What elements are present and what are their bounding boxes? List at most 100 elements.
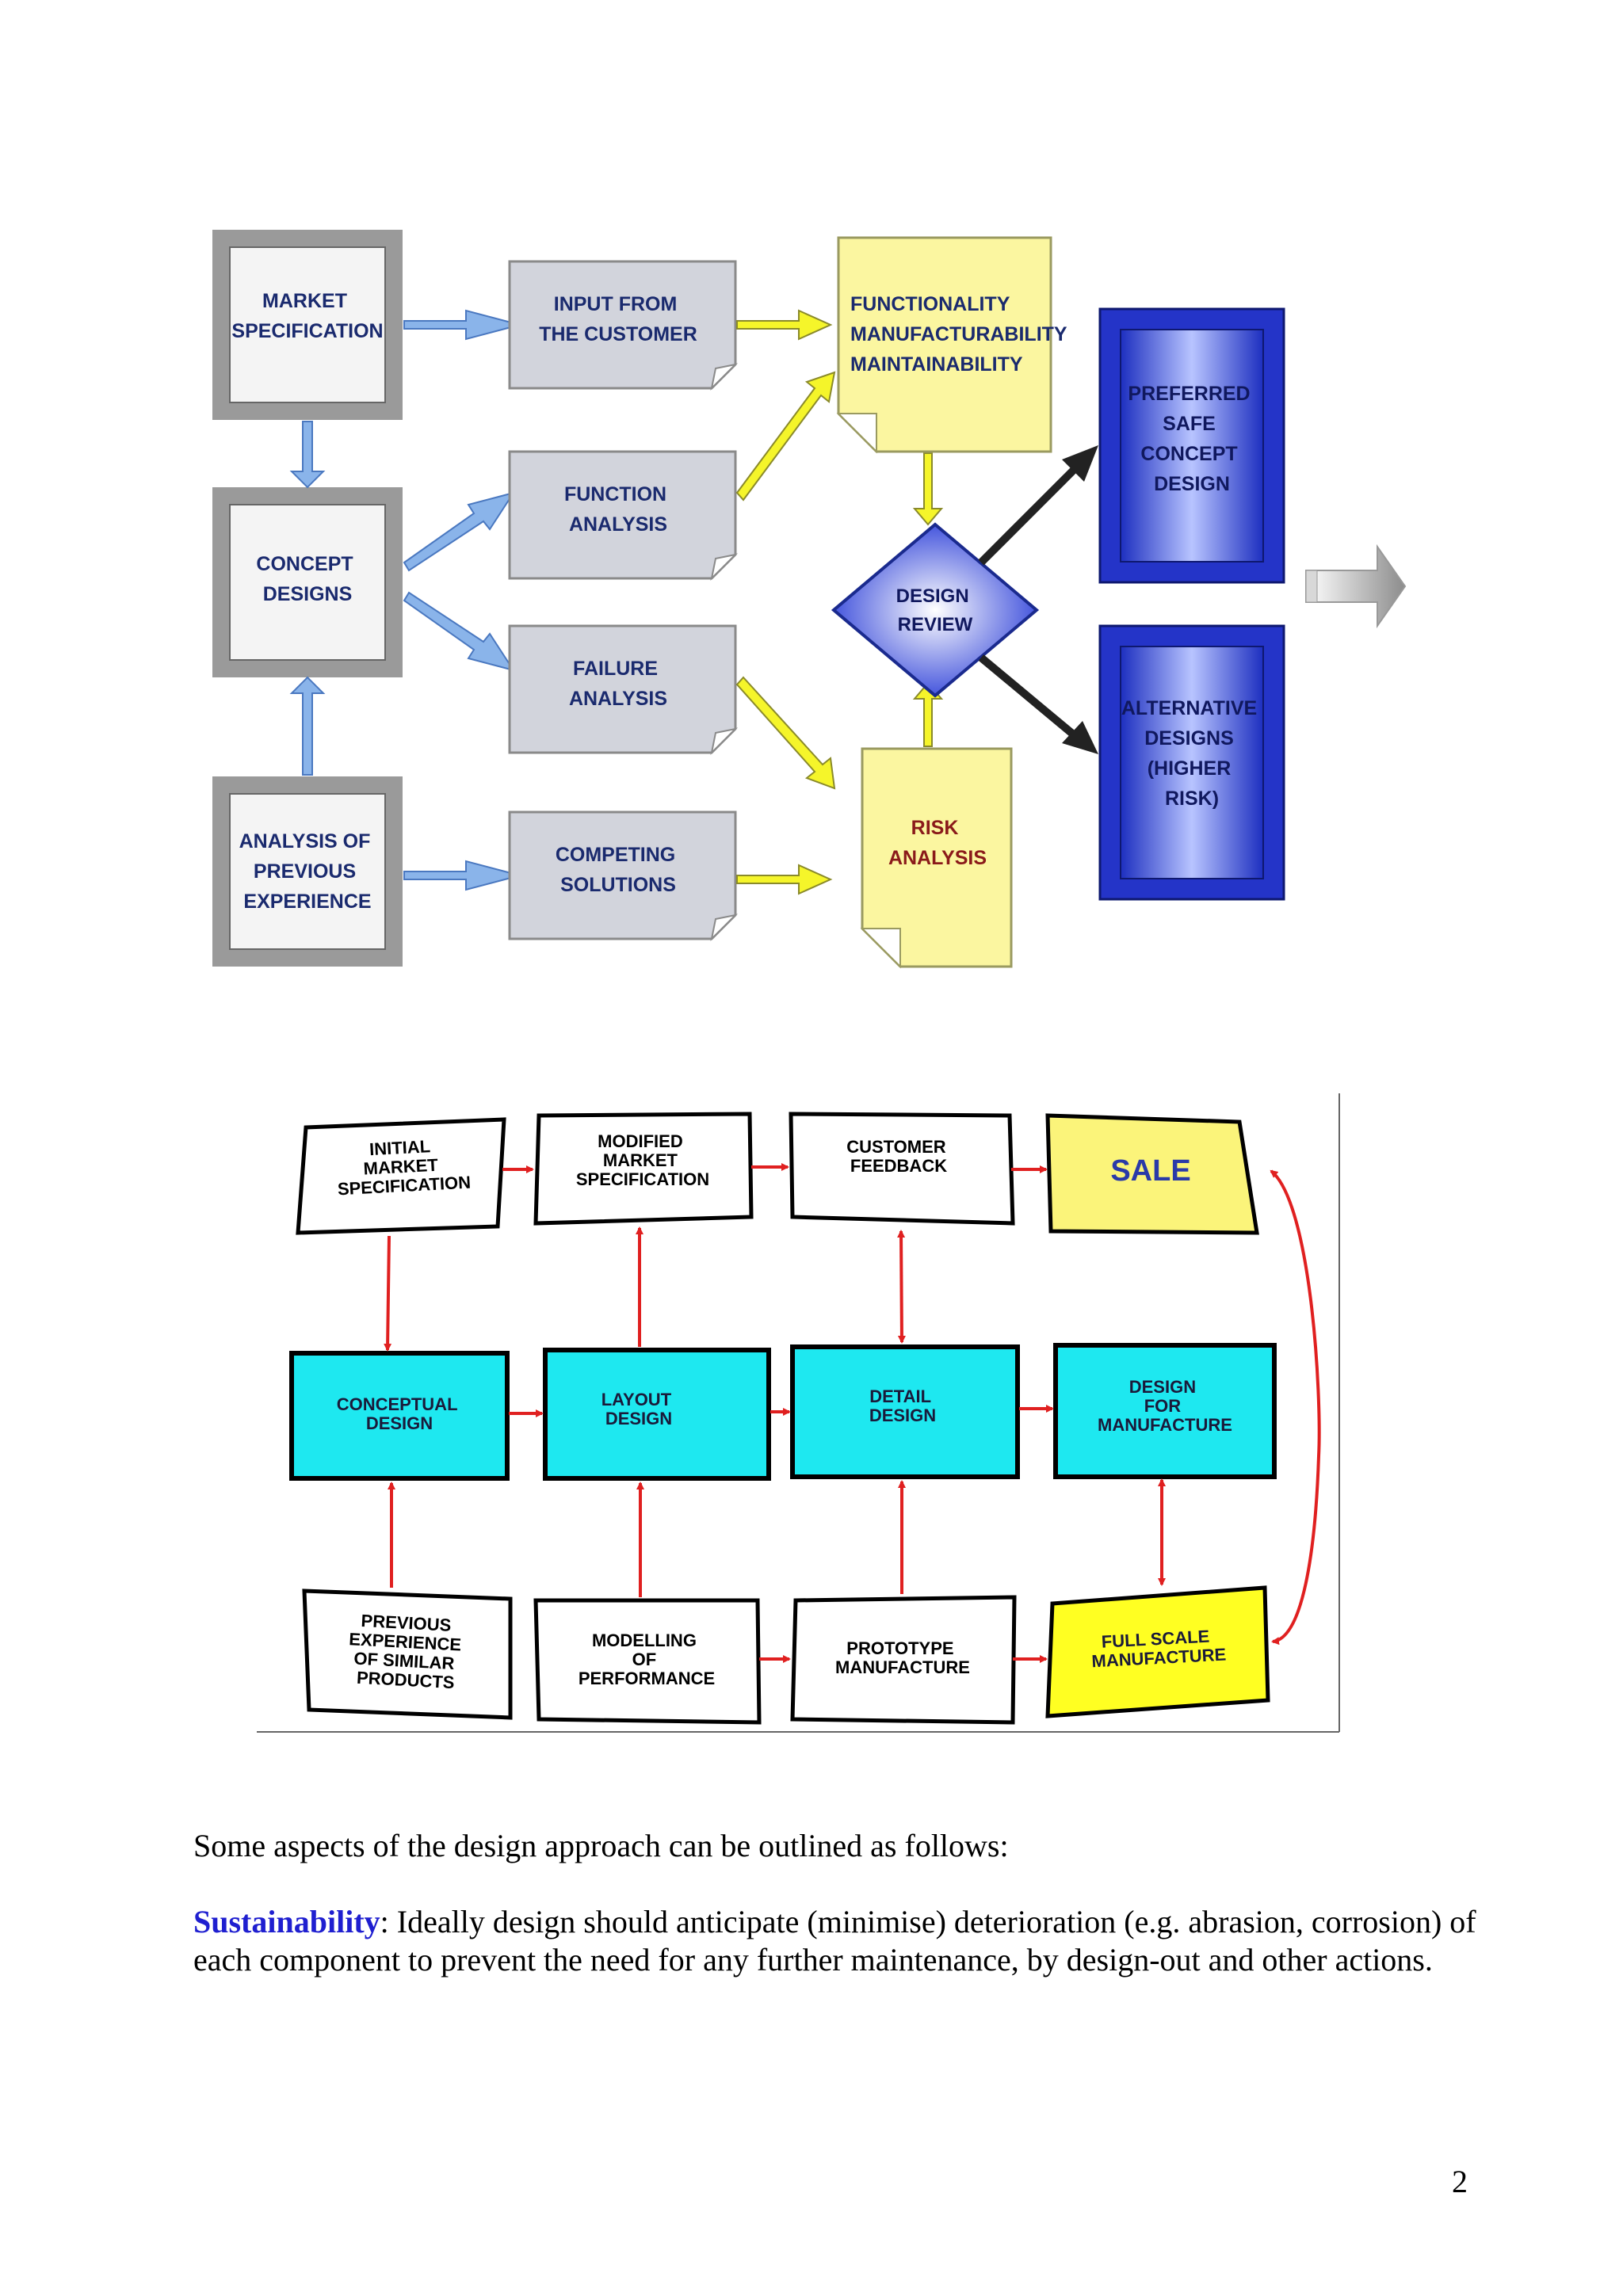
box-label: EXPERIENCE: [243, 891, 371, 913]
box-label: FUNCTIONALITY: [850, 293, 1010, 315]
svg-text:PREFERRED SAFE CON: PREFERRED SAFE CONCEPT DESIGN: [1128, 383, 1255, 495]
box-label: SAFE: [1163, 413, 1216, 435]
svg-text:INPUT FROM THE CUSTOMER: INPUT FROM THE CUSTOMER: [539, 293, 697, 345]
box-label: ALTERNATIVE: [1121, 697, 1257, 719]
svg-text:FUNCTIONALITY MANUFACTUR: FUNCTIONALITY MANUFACTURABILITY MAINTAIN…: [850, 293, 1072, 376]
box-label: DESIGN: [605, 1409, 672, 1428]
sustainability-term: Sustainability: [193, 1904, 380, 1939]
svg-text:COMPETING SOLUTIONS: COMPETING SOLUTIONS: [556, 844, 681, 896]
box-layout-design: LAYOUT DESIGN: [543, 1348, 771, 1481]
box-label: COMPETING: [556, 844, 675, 866]
box-label: PREVIOUS: [361, 1611, 452, 1635]
box-label: ANALYSIS: [569, 688, 667, 710]
box-label: MARKET: [363, 1155, 439, 1179]
box-label: DESIGNS: [263, 583, 353, 605]
box-label: FUNCTION: [564, 483, 666, 505]
box-failure-analysis: FAILURE ANALYSIS: [508, 624, 739, 756]
design-process-flowchart: MARKET SPECIFICATION CONCEPT DESIGNS ANA…: [212, 230, 1407, 969]
box-label: THE CUSTOMER: [539, 323, 697, 345]
box-label: CUSTOMER: [846, 1137, 946, 1157]
box-function-analysis: FUNCTION ANALYSIS: [508, 450, 739, 582]
box-label: OF: [632, 1650, 657, 1669]
box-alternative-designs: ALTERNATIVE DESIGNS (HIGHER RISK): [1098, 624, 1285, 901]
box-label: MANUFACTURABILITY: [850, 323, 1067, 345]
box-label: CONCEPTUAL: [337, 1394, 457, 1414]
box-label: SOLUTIONS: [560, 874, 676, 896]
box-label: INPUT FROM: [554, 293, 678, 315]
box-customer-feedback: CUSTOMER FEEDBACK: [789, 1112, 1015, 1226]
box-label: REVIEW: [898, 614, 973, 635]
svg-text:CUSTOMER FEEDBACK: CUSTOMER FEEDBACK: [846, 1137, 951, 1176]
box-competing-solutions: COMPETING SOLUTIONS: [508, 810, 739, 942]
svg-text:PREVIOUS EXPERIENCE: PREVIOUS EXPERIENCE OF SIMILAR PRODUCTS: [346, 1610, 468, 1693]
box-market-specification: MARKET SPECIFICATION: [212, 230, 403, 420]
box-full-scale-manufacture: FULL SCALE MANUFACTURE: [1045, 1585, 1270, 1718]
svg-text:CONCEPT DESIGNS: CONCEPT DESIGNS: [256, 553, 358, 605]
box-label: (HIGHER: [1148, 757, 1232, 780]
intro-paragraph: Some aspects of the design approach can …: [193, 1828, 1009, 1863]
box-label: ANALYSIS: [569, 513, 667, 536]
box-label: RISK: [911, 817, 959, 839]
left-vertical-arrows: [289, 421, 326, 776]
svg-text:MODELLING OF PERFO: MODELLING OF PERFORMANCE: [579, 1630, 715, 1688]
box-label: RISK): [1165, 788, 1219, 810]
svg-text:PROTOTYPE MANUFACTURE: PROTOTYPE MANUFACTURE: [835, 1638, 970, 1677]
box-label: MODELLING: [592, 1630, 697, 1650]
box-label: PREFERRED: [1128, 383, 1250, 405]
svg-text:MARKET SPECIFICATION: MARKET SPECIFICATION: [231, 290, 383, 342]
product-development-cycle-diagram: INITIAL MARKET SPECIFICATION MODIFIED MA…: [257, 1093, 1340, 1733]
box-label: SALE: [1110, 1154, 1190, 1188]
red-connector-arrows: [384, 1163, 1321, 1663]
box-label: PERFORMANCE: [579, 1669, 715, 1688]
box-label: DESIGN: [366, 1413, 433, 1433]
box-prototype-manufacture: PROTOTYPE MANUFACTURE: [790, 1595, 1017, 1725]
box-label: MANUFACTURE: [835, 1657, 970, 1677]
box-design-for-manufacture: DESIGN FOR MANUFACTURE: [1053, 1343, 1277, 1479]
svg-text:ANALYSIS OF PREVIOUS: ANALYSIS OF PREVIOUS EXPERIENCE: [239, 830, 376, 913]
svg-text:DESIGN FOR MANUFAC: DESIGN FOR MANUFACTURE: [1098, 1377, 1232, 1435]
svg-text:MODIFIED MARKET SP: MODIFIED MARKET SPECIFICATION: [576, 1131, 709, 1189]
box-label: ANALYSIS: [888, 847, 987, 869]
box-input-from-customer: INPUT FROM THE CUSTOMER: [508, 260, 739, 391]
box-label: MARKET: [603, 1150, 678, 1170]
box-label: DETAIL: [869, 1386, 930, 1406]
svg-text:RISK ANALYSIS: RISK ANALYSIS: [888, 817, 987, 869]
box-label: CONCEPT: [1140, 443, 1237, 465]
box-label: LAYOUT: [601, 1390, 672, 1409]
sustainability-paragraph: Sustainability: Ideally design should an…: [193, 1903, 1493, 1979]
sustainability-body: : Ideally design should anticipate (mini…: [193, 1904, 1476, 1978]
box-preferred-safe-concept-design: PREFERRED SAFE CONCEPT DESIGN: [1098, 307, 1285, 584]
svg-text:CONCEPTUAL DESIGN: CONCEPTUAL DESIGN: [337, 1394, 463, 1433]
svg-text:FULL SCALE MANUFACTURE: FULL SCALE MANUFACTURE: [1090, 1626, 1227, 1672]
box-label: DESIGN: [1129, 1377, 1196, 1397]
box-modified-market-specification: MODIFIED MARKET SPECIFICATION: [533, 1112, 754, 1226]
box-functionality-manufacturability-maintainability: FUNCTIONALITY MANUFACTURABILITY MAINTAIN…: [836, 236, 1072, 454]
box-label: CONCEPT: [256, 553, 353, 575]
box-label: SPECIFICATION: [231, 320, 383, 342]
box-risk-analysis: RISK ANALYSIS: [860, 747, 1013, 969]
svg-text:FUNCTION ANALYSIS: FUNCTION ANALYSIS: [564, 483, 672, 536]
box-label: PROTOTYPE: [846, 1638, 953, 1658]
box-label: INITIAL: [369, 1136, 430, 1159]
box-label: DESIGNS: [1144, 727, 1234, 749]
box-conceptual-design: CONCEPTUAL DESIGN: [289, 1351, 510, 1481]
box-concept-designs: CONCEPT DESIGNS: [212, 487, 403, 677]
box-label: MARKET: [262, 290, 347, 312]
box-label: MAINTAINABILITY: [850, 353, 1023, 376]
design-review-diamond: DESIGN REVIEW: [831, 522, 1040, 698]
svg-text:LAYOUT DESIGN: LAYOUT DESIGN: [601, 1390, 677, 1428]
box-label: DESIGN: [1154, 473, 1230, 495]
box-label: FEEDBACK: [850, 1156, 947, 1176]
box-initial-market-specification: INITIAL MARKET SPECIFICATION: [296, 1117, 506, 1235]
box-label: FAILURE: [573, 658, 658, 680]
box-modelling-of-performance: MODELLING OF PERFORMANCE: [533, 1598, 762, 1725]
svg-text:DESIGN REVIEW: DESIGN REVIEW: [896, 585, 975, 635]
box-analysis-previous-experience: ANALYSIS OF PREVIOUS EXPERIENCE: [212, 776, 403, 967]
blue-arrows-to-inputs: [403, 309, 523, 891]
box-label: MANUFACTURE: [1098, 1415, 1232, 1435]
box-label: SPECIFICATION: [576, 1169, 709, 1189]
box-label: ANALYSIS OF: [239, 830, 371, 852]
continue-arrow-icon: [1305, 543, 1407, 629]
box-label: DESIGN: [896, 585, 969, 607]
svg-text:ALTERNATIVE DESIGNS: ALTERNATIVE DESIGNS (HIGHER RISK): [1121, 697, 1262, 810]
